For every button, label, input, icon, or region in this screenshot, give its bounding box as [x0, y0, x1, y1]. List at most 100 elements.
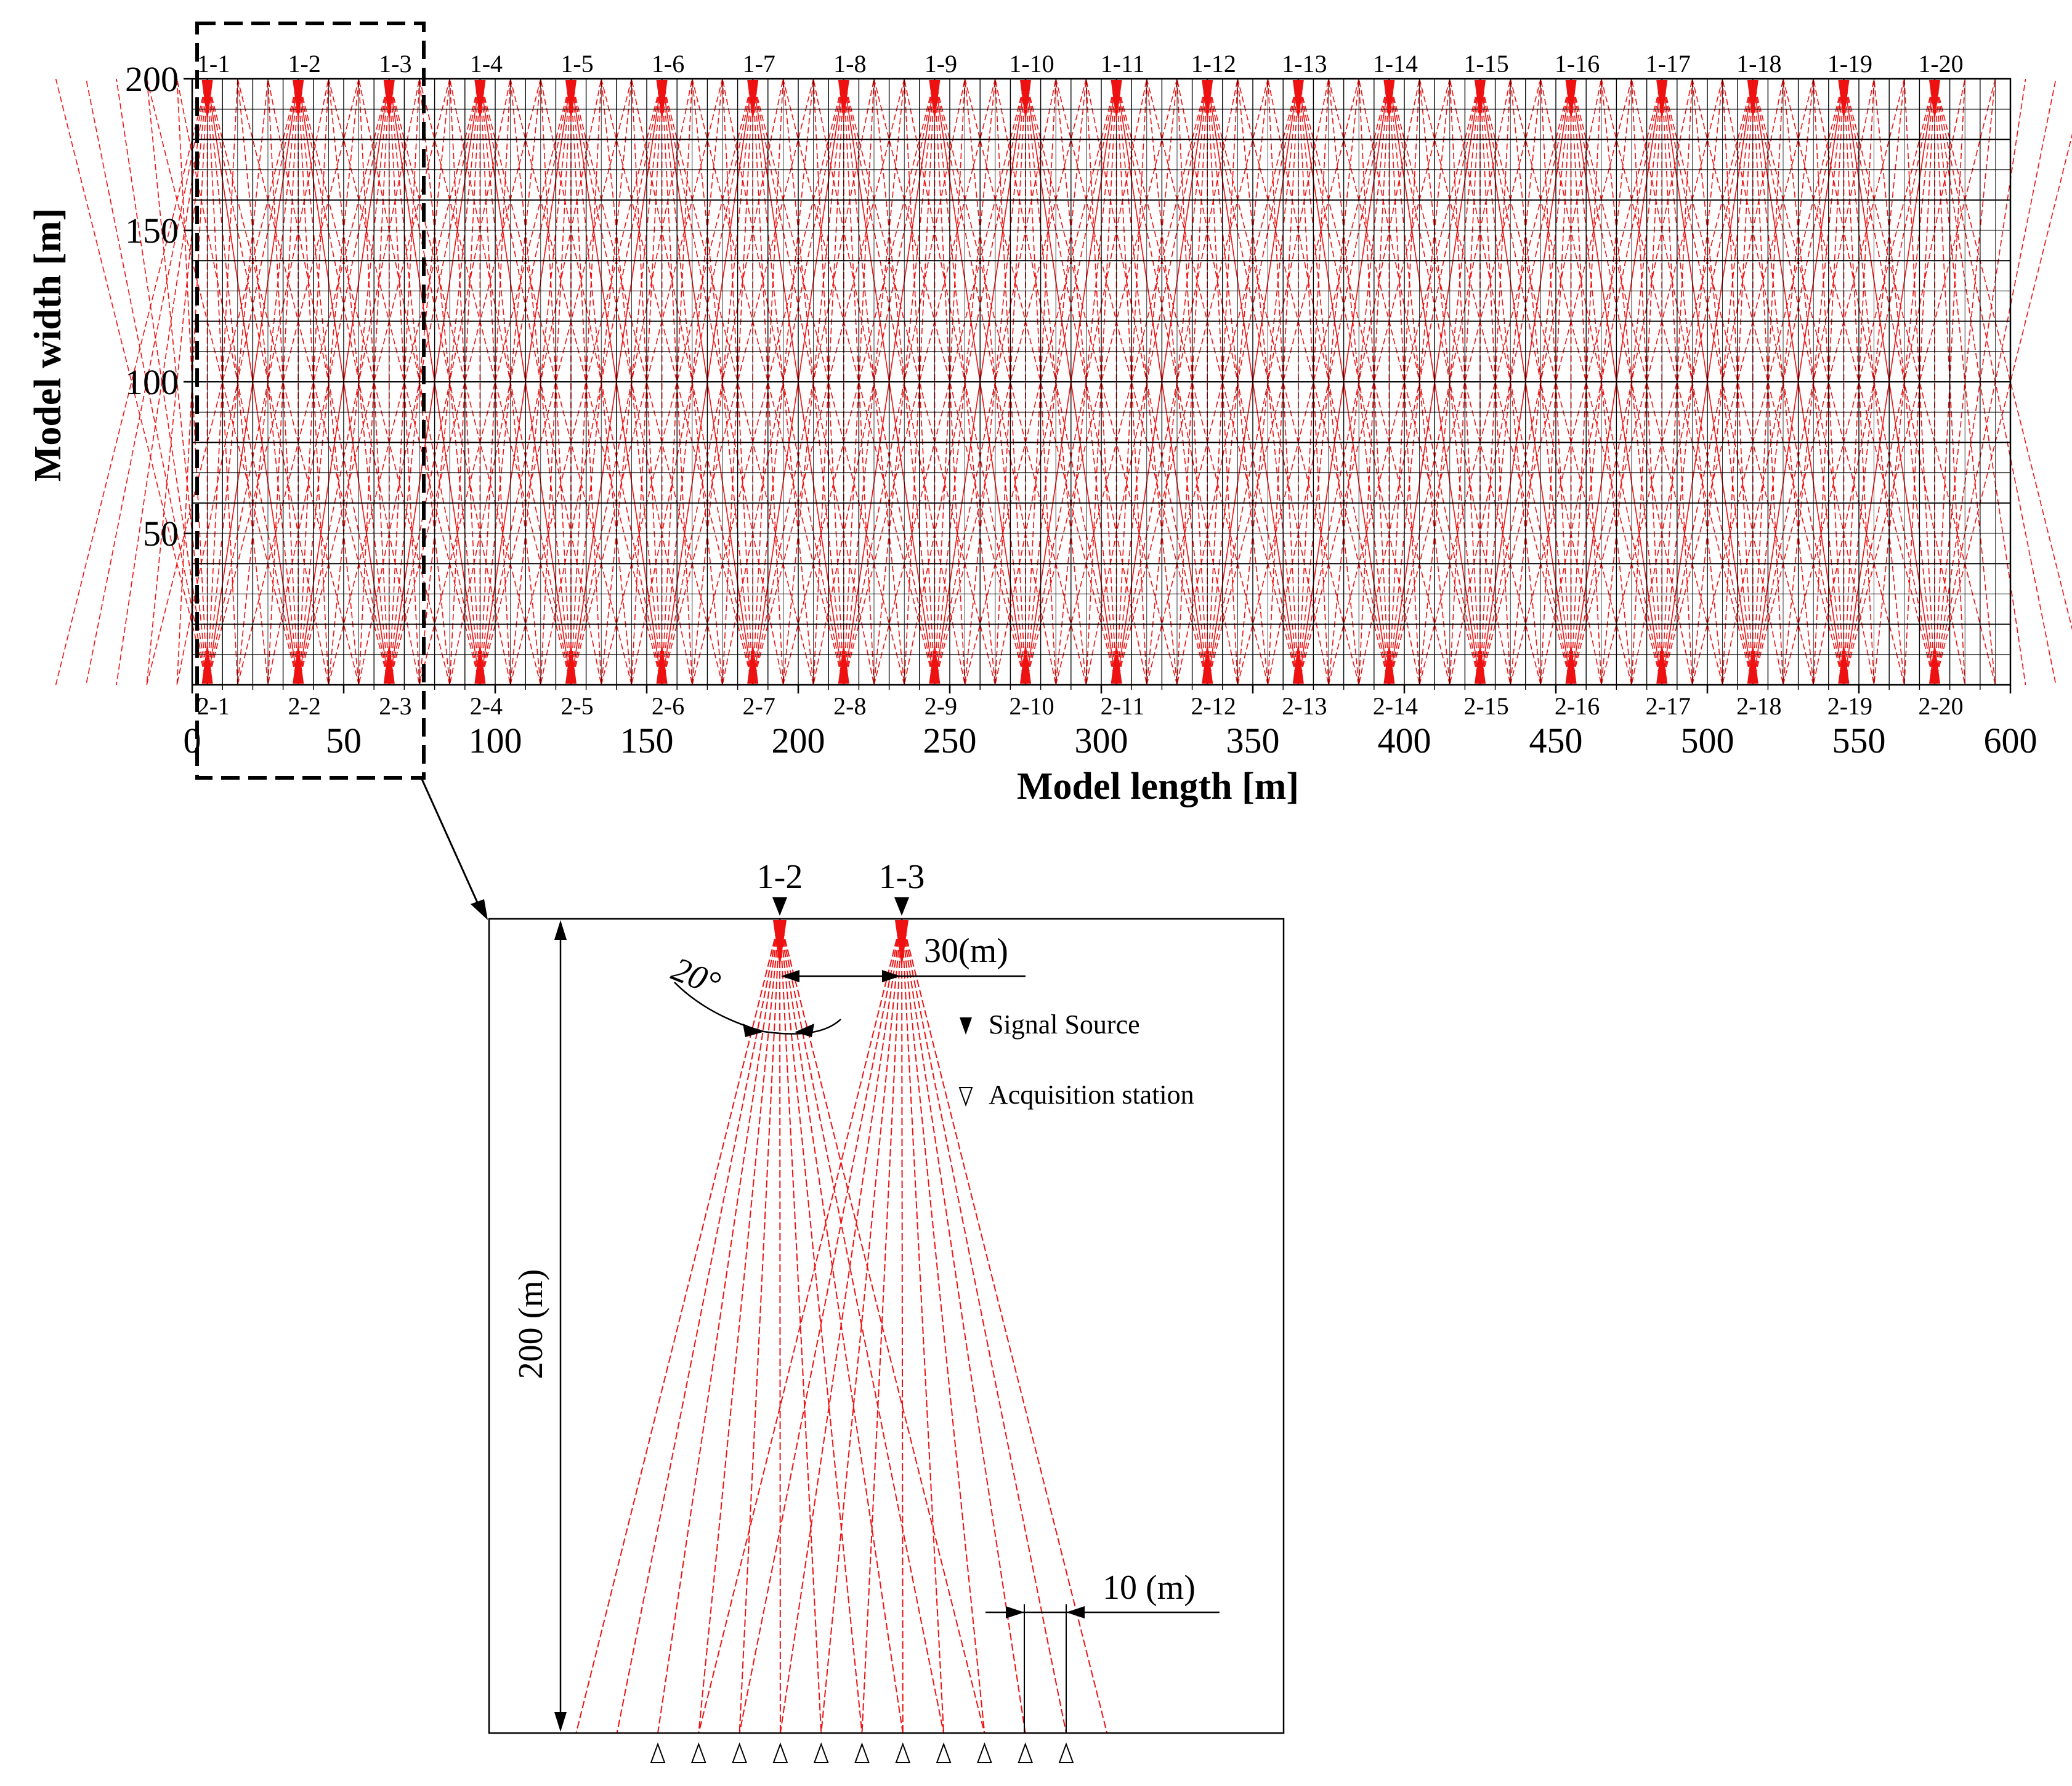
station-spacing-arrow-left — [1006, 1606, 1024, 1618]
source-marker-top — [474, 80, 486, 122]
ray-line — [479, 78, 633, 685]
source-label: 1-9 — [925, 50, 957, 78]
source-label: 1-17 — [1646, 50, 1691, 78]
x-tick-label: 550 — [1832, 721, 1886, 761]
receiver-label: 2-9 — [925, 692, 957, 720]
ray-line — [1570, 78, 1723, 685]
detail-ray-line — [901, 918, 985, 1734]
ray-line — [1601, 78, 1754, 685]
ray-line — [1055, 78, 1208, 685]
source-marker-top — [565, 80, 577, 122]
source-marker-bottom — [1202, 642, 1213, 684]
source-label: 1-20 — [1918, 50, 1963, 78]
detail-ray-line — [901, 918, 945, 1734]
acquisition-station-icon — [854, 1742, 870, 1763]
receiver-label: 2-10 — [1009, 692, 1054, 720]
detail-ray-line — [901, 918, 1108, 1734]
ray-line — [1025, 78, 1178, 685]
ray-line — [1601, 78, 1754, 685]
ray-line — [1115, 78, 1269, 685]
y-tick-label: 200 — [125, 59, 179, 99]
detail-ray-fans — [575, 918, 1108, 1734]
legend-source-label: Signal Source — [989, 1009, 1140, 1040]
ray-line — [1025, 78, 1178, 685]
ray-line — [692, 78, 844, 685]
ray-line — [1418, 78, 1572, 685]
legend: Signal Source Acquisition station — [958, 1009, 1194, 1110]
ray-line — [1418, 78, 1572, 685]
source-marker-top — [656, 80, 668, 122]
y-axis-title: Model width [m] — [27, 208, 69, 482]
detail-ray-line — [616, 918, 780, 1734]
ray-line — [964, 78, 1117, 685]
ray-line — [692, 78, 844, 685]
ray-line — [843, 78, 996, 685]
detail-ray-line — [575, 918, 780, 1734]
ray-line — [782, 78, 936, 685]
detail-source-marker-1-3 — [894, 897, 909, 916]
ray-line — [661, 78, 814, 685]
receiver-label: 2-2 — [288, 692, 321, 720]
ray-line — [1298, 78, 1451, 685]
source-label: 1-3 — [379, 50, 411, 78]
ray-line — [873, 78, 1026, 685]
fan-angle-arrow-left — [743, 1024, 763, 1037]
ray-line — [1328, 78, 1481, 685]
source-marker-bottom — [1475, 642, 1486, 684]
acquisition-station-icon — [936, 1742, 952, 1763]
receiver-label: 2-17 — [1646, 692, 1691, 720]
source-marker-bottom — [1292, 642, 1304, 684]
source-marker-bottom — [1383, 642, 1395, 684]
ray-line — [934, 78, 1087, 685]
ray-line — [1570, 78, 1723, 685]
ray-line — [964, 78, 1117, 685]
receiver-label: 2-1 — [197, 692, 230, 720]
source-marker-bottom — [1111, 642, 1122, 684]
x-tick-label: 100 — [469, 721, 522, 761]
acquisition-station-icon — [732, 1742, 748, 1763]
x-tick-label: 300 — [1075, 721, 1128, 761]
x-tick-label: 500 — [1681, 721, 1734, 761]
station-spacing-label: 10 (m) — [1103, 1569, 1196, 1607]
ray-line — [55, 78, 208, 685]
detail-ray-line — [739, 918, 780, 1734]
source-label: 1-6 — [652, 50, 684, 78]
source-marker-bottom — [1747, 642, 1758, 684]
ray-line — [1207, 78, 1359, 685]
x-axis-title: Model length [m] — [1017, 766, 1299, 807]
ray-line — [389, 78, 541, 685]
ray-line — [1783, 78, 1935, 685]
receiver-label: 2-6 — [652, 692, 684, 720]
source-marker-top — [1020, 80, 1031, 122]
ray-line — [782, 78, 936, 685]
ray-line — [1934, 78, 2072, 631]
source-label: 1-5 — [560, 50, 593, 78]
fan-angle-arc — [674, 982, 841, 1035]
ray-line — [1934, 133, 2072, 685]
ray-line — [1843, 78, 1996, 685]
receiver-label: 2-18 — [1736, 692, 1781, 720]
detail-source-wedge — [895, 920, 909, 968]
detail-acquisition-stations — [650, 1742, 1074, 1763]
y-tick-label: 100 — [125, 362, 179, 402]
ray-line — [146, 78, 299, 685]
source-label: 1-1 — [197, 50, 230, 78]
source-label: 1-2 — [288, 50, 321, 78]
ray-line — [1691, 78, 1845, 685]
detail-ray-line — [901, 918, 1026, 1734]
receiver-label: 2-4 — [470, 692, 503, 720]
station-spacing-arrow-right — [1066, 1606, 1085, 1618]
source-marker-bottom — [656, 642, 668, 684]
source-marker-top — [1202, 80, 1213, 122]
ray-line — [1752, 78, 1905, 685]
ray-line — [1298, 78, 1451, 685]
ray-line — [1510, 78, 1662, 685]
acquisition-station-icon — [976, 1742, 992, 1763]
ray-line — [206, 78, 360, 685]
ray-line — [843, 78, 996, 685]
acquisition-station-icon — [813, 1742, 829, 1763]
source-marker-bottom — [1838, 642, 1850, 684]
fan-angle-arrow-right — [795, 1024, 814, 1037]
ray-line — [1661, 78, 1814, 685]
